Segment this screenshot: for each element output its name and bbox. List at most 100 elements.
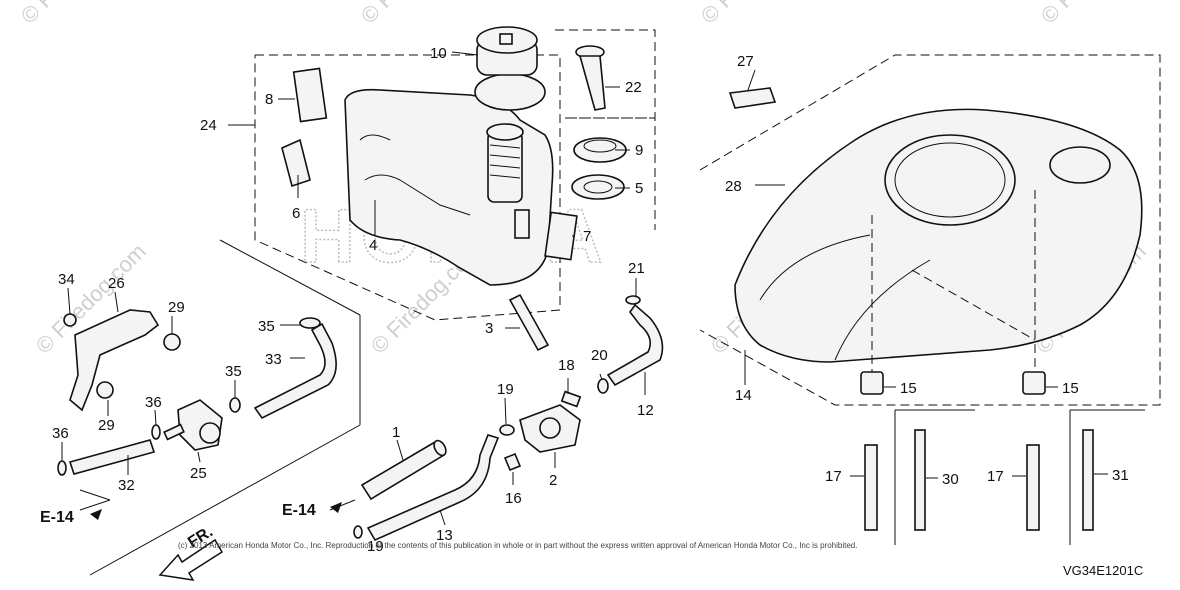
fuel-valve-knob: [199, 422, 221, 444]
fuel-strainer: [519, 404, 581, 453]
fuel-strainer-port: [539, 417, 561, 439]
callout-6: 6: [292, 205, 300, 222]
bolt-29b: [96, 381, 114, 399]
callout-31: 31: [1112, 467, 1129, 484]
ref-arrow-center: [330, 502, 342, 513]
callout-29b: 29: [98, 417, 115, 434]
fuel-hose-32: [68, 439, 156, 475]
callout-24: 24: [200, 117, 217, 134]
fuel-valve-nozzle: [163, 423, 185, 441]
fuel-cap: [474, 26, 546, 111]
bolt-34: [63, 313, 77, 327]
hose-clip-36a: [57, 460, 67, 476]
tank-seal: [571, 174, 625, 200]
leader-lines: [61, 51, 1108, 526]
callout-34: 34: [58, 271, 75, 288]
fuel-tank-contour: [359, 134, 471, 216]
hose-clip-35b: [229, 397, 241, 413]
callout-2: 2: [549, 472, 557, 489]
watermark-text: © Firedog.com: [16, 0, 136, 29]
cover-group-outline: [699, 54, 1161, 406]
fuel-hose-1: [360, 440, 446, 501]
watermark-text: © Firedog.com: [1036, 0, 1156, 29]
tank-nut-and-seal: [571, 137, 627, 200]
fuel-valve: [163, 399, 223, 451]
front-arrow-icon: [158, 538, 224, 581]
rubber-pad-8: [292, 67, 328, 123]
callout-21: 21: [628, 260, 645, 277]
callout-17a: 17: [825, 468, 842, 485]
fan-cover: [734, 108, 1143, 363]
fan-cover-opening: [884, 134, 1016, 226]
tank-tab: [514, 209, 530, 239]
hose-clip-21: [625, 295, 641, 305]
fuel-hose-12: [606, 303, 664, 387]
callout-14: 14: [735, 387, 752, 404]
callout-26: 26: [108, 275, 125, 292]
fuel-tank: [344, 88, 554, 286]
callout-27: 27: [737, 53, 754, 70]
stud-bolt-17a: [864, 444, 878, 531]
callout-32: 32: [118, 477, 135, 494]
callout-1: 1: [392, 424, 400, 441]
callout-15b: 15: [1062, 380, 1079, 397]
fan-cover-filler-opening: [1049, 146, 1111, 184]
callout-16: 16: [505, 490, 522, 507]
cap-group-outline: [565, 117, 656, 230]
fuel-cap-grip: [499, 33, 513, 45]
callout-12: 12: [637, 402, 654, 419]
callout-9: 9: [635, 142, 643, 159]
callout-labels: 10 22 9 5 8 6 7 4 24 3 21 12 20 18 19 16…: [52, 45, 1129, 555]
cover-clip-27: [728, 87, 777, 109]
stud-bolt-17b: [1026, 444, 1040, 531]
grommet-15b: [1022, 371, 1046, 395]
callout-15a: 15: [900, 380, 917, 397]
callout-22: 22: [625, 79, 642, 96]
callout-36a: 36: [52, 425, 69, 442]
section-divider: [219, 239, 361, 316]
assembly-line: [911, 269, 1036, 341]
fuel-gauge-stem: [578, 55, 606, 111]
callout-5: 5: [635, 180, 643, 197]
hose-clip-19b: [353, 525, 363, 539]
rubber-pad-6: [281, 138, 311, 188]
bolt-29a: [163, 333, 181, 351]
callout-33: 33: [265, 351, 282, 368]
callout-7: 7: [583, 228, 591, 245]
callout-36b: 36: [145, 394, 162, 411]
fan-cover-contour: [759, 234, 931, 361]
callout-3: 3: [485, 320, 493, 337]
callout-20: 20: [591, 347, 608, 364]
hose-clip-19: [499, 424, 515, 436]
callout-19b: 19: [367, 538, 384, 555]
callout-35a: 35: [258, 318, 275, 335]
tank-nut-inner: [583, 139, 617, 153]
copyright-notice: (c) 2013 American Honda Motor Co., Inc. …: [178, 541, 857, 550]
callout-30: 30: [942, 471, 959, 488]
callout-35b: 35: [225, 363, 242, 380]
fuel-hose-1-end: [433, 439, 447, 457]
section-divider: [89, 424, 361, 576]
strainer-screw-18: [560, 390, 582, 408]
callout-13: 13: [436, 527, 453, 544]
tank-seal-inner: [583, 180, 613, 194]
stud-bolt-31: [1082, 429, 1094, 531]
callout-10: 10: [430, 45, 447, 62]
callout-25: 25: [190, 465, 207, 482]
neck-threads: [489, 144, 521, 179]
fuel-tank-bolt: [508, 293, 550, 352]
ref-e14-center: E-14: [282, 502, 316, 519]
fuel-valve-bracket: [69, 309, 160, 412]
hose-clip-36b: [151, 424, 161, 440]
ref-e14-left: E-14: [40, 509, 74, 526]
callout-17b: 17: [987, 468, 1004, 485]
front-direction-indicator: FR.: [158, 523, 224, 581]
fan-cover-opening-inner: [894, 142, 1006, 218]
callout-28: 28: [725, 178, 742, 195]
fuel-hose-13: [366, 434, 500, 542]
grommet-15a: [860, 371, 884, 395]
fuel-hose-33: [253, 322, 337, 420]
collar-16: [503, 452, 522, 472]
fuel-cap-ring: [474, 73, 546, 111]
diagram-code: VG34E1201C: [1063, 563, 1143, 578]
